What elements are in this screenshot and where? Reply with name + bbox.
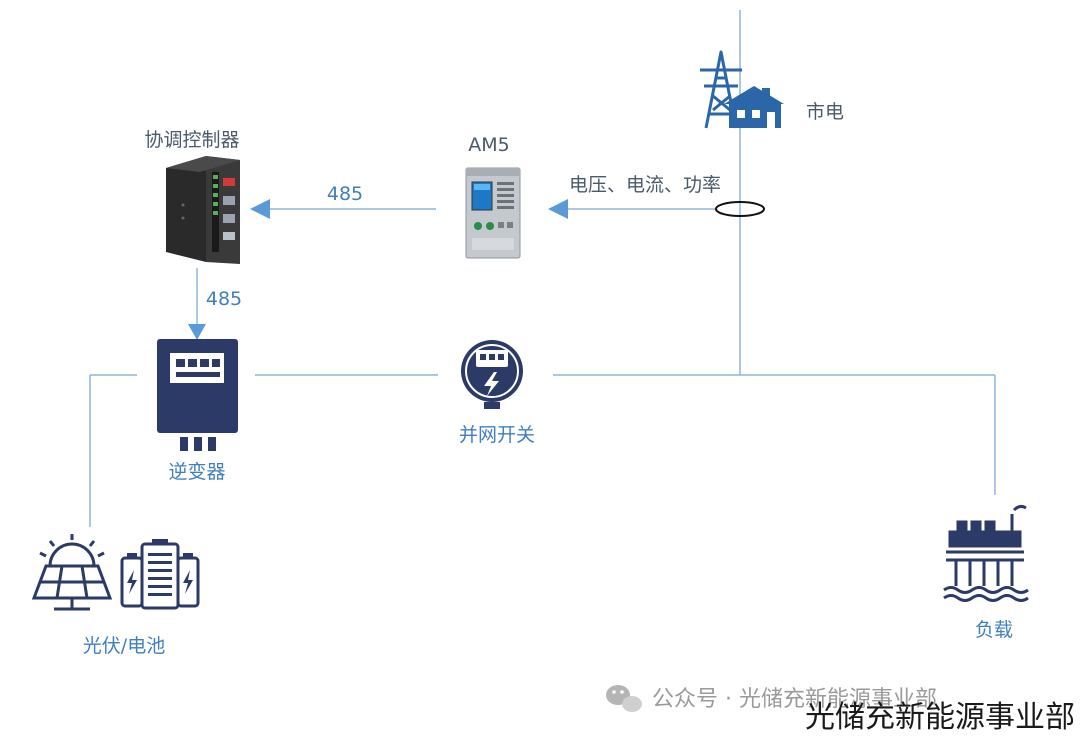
watermark-account-name: 公众号 · 光储充新能源事业部 (652, 687, 937, 712)
inverter-icon (157, 339, 238, 451)
grid-label: 市电 (806, 101, 844, 123)
link-label-am5-controller: 485 (327, 183, 363, 205)
connection-lines (89, 10, 996, 527)
arrows (188, 199, 568, 340)
wechat-logo-icon (606, 685, 642, 712)
arrow-into-controller (250, 199, 270, 219)
inverter-label: 逆变器 (168, 461, 225, 483)
link-label-controller-inverter: 485 (206, 288, 242, 310)
grid-house-icon (724, 86, 784, 128)
current-transformer-ring (715, 201, 765, 217)
solar-panel-icon (31, 534, 113, 611)
controller-label: 协调控制器 (144, 129, 239, 151)
am5-device-image (465, 167, 521, 259)
watermark-title: 光储充新能源事业部 (805, 700, 1075, 735)
grid-switch-label: 并网开关 (459, 424, 535, 446)
grid-switch-meter-icon (461, 340, 523, 409)
load-factory-icon (943, 504, 1029, 602)
arrow-into-inverter (188, 324, 206, 340)
am5-label: AM5 (468, 134, 509, 156)
controller-device-image (166, 156, 240, 264)
battery-pack-icon (120, 539, 200, 610)
pv-battery-label: 光伏/电池 (83, 635, 165, 657)
link-label-measurement: 电压、电流、功率 (569, 174, 721, 196)
arrow-into-am5 (548, 199, 568, 219)
load-label: 负载 (975, 619, 1013, 641)
